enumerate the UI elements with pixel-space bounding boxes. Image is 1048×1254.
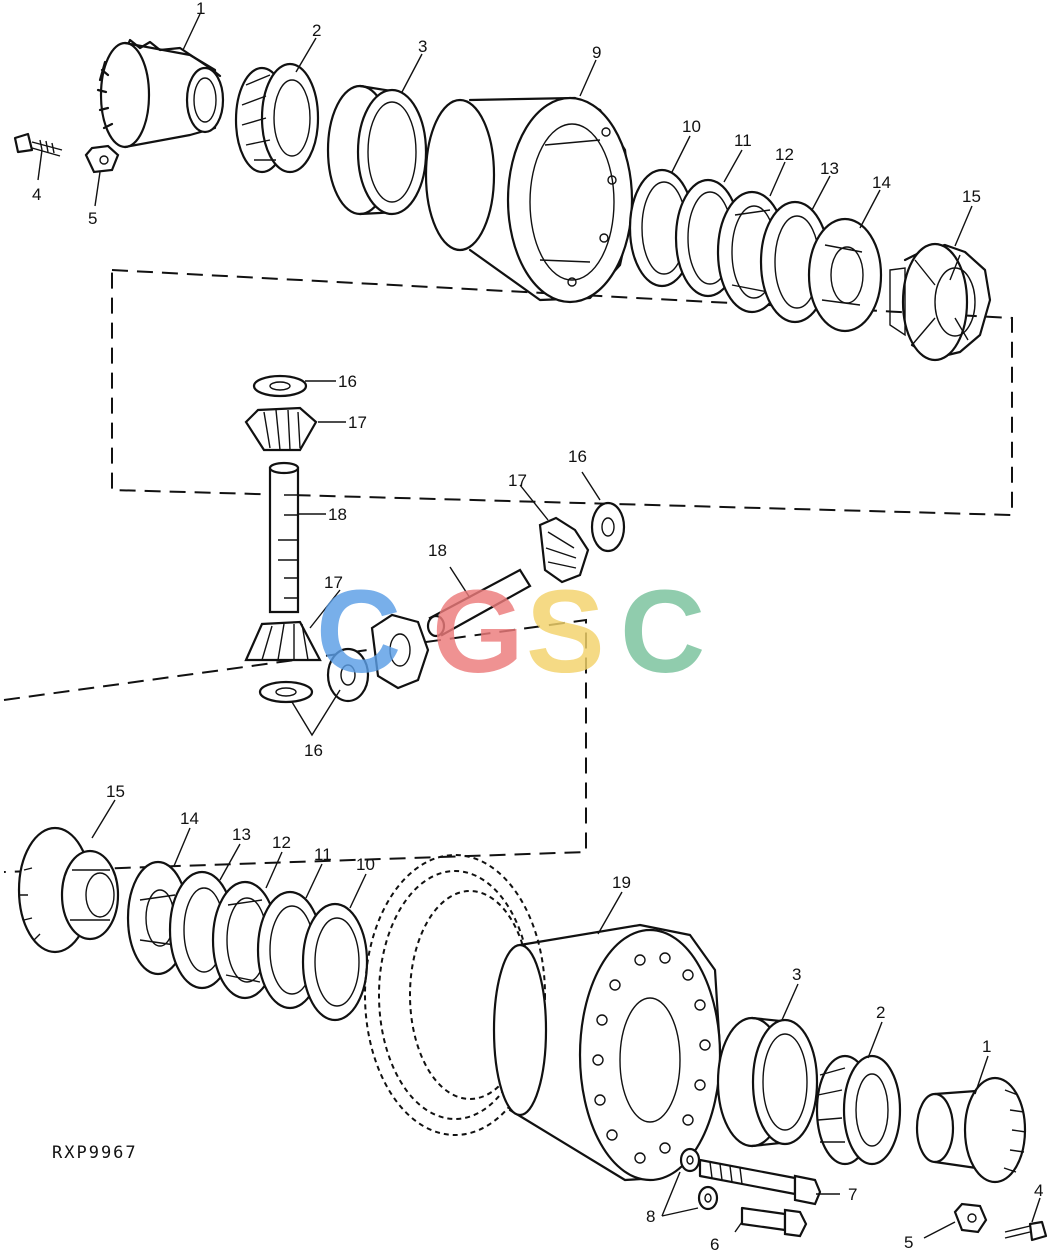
part-16-washer-b — [590, 501, 626, 553]
dashed-envelope-lower — [3, 618, 587, 873]
part-15-top — [889, 242, 992, 362]
part-18-shaft-short — [426, 568, 532, 638]
watermark-letter-1: C — [316, 566, 401, 698]
callout-12-top: 12 — [775, 145, 794, 164]
watermark-letter-4: C — [620, 566, 705, 698]
callout-8: 8 — [646, 1207, 655, 1226]
callout-5-top: 5 — [88, 209, 97, 228]
leaders-middle — [291, 380, 601, 737]
watermark-letter-2: G — [432, 566, 524, 698]
callout-17-a: 17 — [348, 413, 367, 432]
part-3-top — [326, 84, 428, 216]
part-5-lockplate-top — [84, 144, 120, 174]
callout-1-bottom: 1 — [982, 1037, 991, 1056]
part-5-lockplate-bottom — [953, 1202, 988, 1234]
leaders-rows — [37, 13, 1041, 1239]
callout-3-top: 3 — [418, 37, 427, 56]
callout-17-c: 17 — [324, 573, 343, 592]
callout-11-top: 11 — [734, 131, 752, 150]
part-1-bottom — [915, 1076, 1027, 1184]
callout-4-bottom: 4 — [1034, 1181, 1043, 1200]
callout-14-bottom: 14 — [180, 809, 199, 828]
part-2-top — [234, 62, 320, 174]
part-15-bottom — [17, 826, 120, 954]
callout-19: 19 — [612, 873, 631, 892]
callout-13-top: 13 — [820, 159, 839, 178]
callout-18-b: 18 — [428, 541, 447, 560]
part-9-case-top — [424, 96, 634, 304]
part-2-bottom — [815, 1054, 902, 1166]
callout-7: 7 — [848, 1185, 857, 1204]
callout-18-a: 18 — [328, 505, 347, 524]
part-18-shaft-long — [268, 461, 300, 614]
callout-14-top: 14 — [872, 173, 891, 192]
callout-16-c: 16 — [304, 741, 323, 760]
callout-17-b: 17 — [508, 471, 527, 490]
part-3-bottom — [716, 1016, 819, 1148]
part-4-bolt-bottom — [1004, 1220, 1048, 1242]
callout-2-top: 2 — [312, 21, 321, 40]
part-8-washer-a — [679, 1147, 701, 1173]
callout-1-top: 1 — [196, 0, 205, 18]
watermark: C G S C — [316, 566, 705, 698]
dashed-envelope-upper — [111, 268, 1013, 517]
callout-6: 6 — [710, 1235, 719, 1254]
part-6-bolt — [740, 1206, 808, 1238]
part-8-washer-b — [697, 1185, 719, 1211]
callout-15-bottom: 15 — [106, 782, 125, 801]
figure-code: RXP9967 — [52, 1143, 138, 1163]
part-16-washer-a — [252, 374, 308, 398]
callout-3-bottom: 3 — [792, 965, 801, 984]
part-17-pinion-c — [244, 620, 322, 662]
callout-15-top: 15 — [962, 187, 981, 206]
part-4-bolt-top — [13, 132, 63, 157]
callout-12-bottom: 12 — [272, 833, 291, 852]
callout-5-bottom: 5 — [904, 1233, 913, 1252]
bolt-holes — [592, 952, 711, 1164]
part-17-pinion-b — [538, 516, 590, 584]
watermark-letter-3: S — [526, 566, 605, 698]
callout-10-top: 10 — [682, 117, 701, 136]
part-17-pinion-a — [244, 406, 318, 452]
callout-labels: 1 2 3 9 10 11 12 13 14 15 4 5 16 17 18 1… — [32, 0, 1043, 1254]
callout-16-a: 16 — [338, 372, 357, 391]
callout-13-bottom: 13 — [232, 825, 251, 844]
part-14-top — [807, 217, 883, 333]
part-7-bolt — [698, 1158, 822, 1206]
callout-4-top: 4 — [32, 185, 41, 204]
part-16-washer-c — [258, 680, 314, 704]
part-1-top — [96, 38, 225, 149]
part-16-washer-d — [326, 647, 370, 703]
callout-11-bottom: 11 — [314, 845, 332, 864]
callout-2-bottom: 2 — [876, 1003, 885, 1022]
callout-10-bottom: 10 — [356, 855, 375, 874]
callout-9: 9 — [592, 43, 601, 62]
callout-16-b: 16 — [568, 447, 587, 466]
part-19-case-bottom — [492, 923, 722, 1182]
part-10-bottom — [301, 902, 369, 1022]
part-17-pinion-d — [370, 613, 430, 690]
